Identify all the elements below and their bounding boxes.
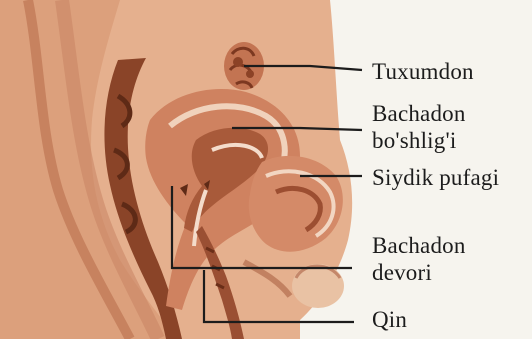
label-ovary-text: Tuxumdon bbox=[372, 58, 474, 85]
pubic-bone bbox=[292, 264, 344, 308]
label-uterine-wall-line2: devori bbox=[372, 259, 466, 286]
label-bladder: Siydik pufagi bbox=[372, 164, 499, 191]
label-uterine-cavity-line2: bo'shlig'i bbox=[372, 127, 466, 154]
label-uterine-wall-line1: Bachadon bbox=[372, 232, 466, 259]
label-bladder-text: Siydik pufagi bbox=[372, 164, 499, 191]
label-uterine-cavity: Bachadon bo'shlig'i bbox=[372, 100, 466, 154]
label-uterine-cavity-line1: Bachadon bbox=[372, 100, 466, 127]
ovary-follicle bbox=[246, 70, 254, 78]
label-ovary: Tuxumdon bbox=[372, 58, 474, 85]
label-uterine-wall: Bachadon devori bbox=[372, 232, 466, 286]
label-vagina: Qin bbox=[372, 306, 407, 333]
label-vagina-text: Qin bbox=[372, 306, 407, 333]
ovary-follicle bbox=[233, 57, 243, 67]
